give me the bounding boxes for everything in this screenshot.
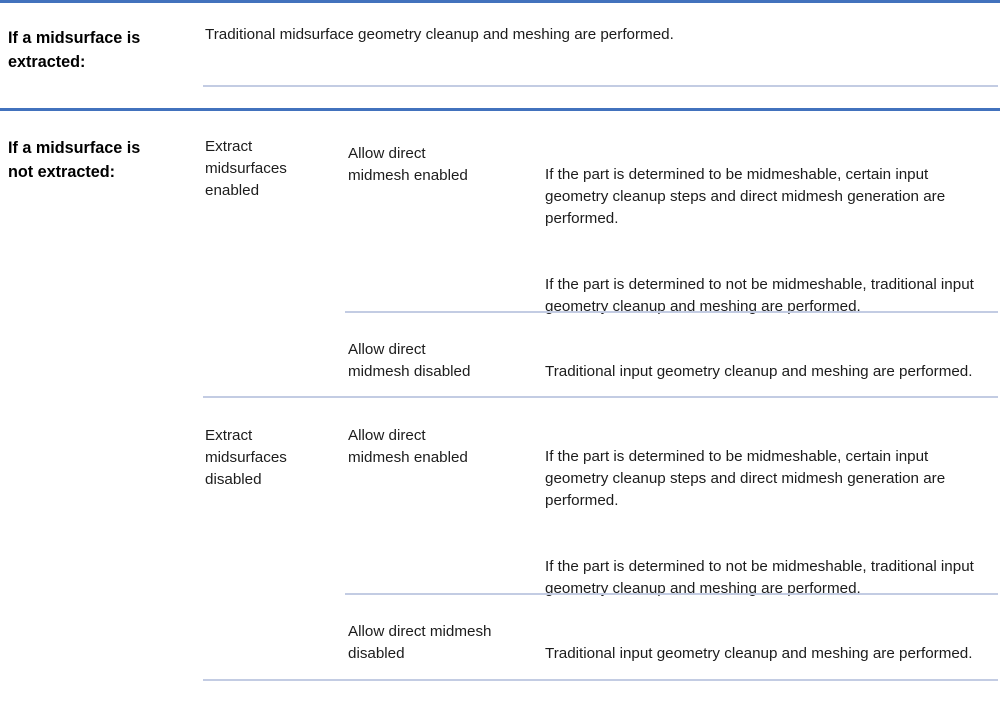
description-paragraph: If the part is determined to not be midm…	[545, 558, 974, 597]
description-paragraph: If the part is determined to be midmesha…	[545, 448, 946, 509]
option-label-allow-direct-midmesh-enabled-2: Allow direct midmesh enabled	[348, 427, 468, 466]
section-1-description: Traditional midsurface geometry cleanup …	[205, 26, 674, 43]
group2-row1-divider	[345, 593, 998, 595]
group-label-extract-midsurfaces-enabled: Extract midsurfaces enabled	[205, 138, 287, 199]
group1-row1-divider	[345, 311, 998, 313]
option-label-allow-direct-midmesh-enabled-1: Allow direct midmesh enabled	[348, 145, 468, 184]
option-label-allow-direct-midmesh-disabled-1: Allow direct midmesh disabled	[348, 341, 471, 380]
section-1-header: If a midsurface is extracted:	[8, 29, 141, 71]
group-label-extract-midsurfaces-disabled: Extract midsurfaces disabled	[205, 427, 287, 488]
description-group1-row1: If the part is determined to be midmesha…	[545, 142, 995, 340]
group1-bottom-divider	[203, 396, 998, 398]
description-paragraph: Traditional input geometry cleanup and m…	[545, 363, 973, 380]
description-group2-row2: Traditional input geometry cleanup and m…	[545, 621, 995, 687]
description-group2-row1: If the part is determined to be midmesha…	[545, 424, 995, 622]
description-paragraph: Traditional input geometry cleanup and m…	[545, 645, 973, 662]
description-group1-row2: Traditional input geometry cleanup and m…	[545, 339, 995, 405]
description-paragraph: If the part is determined to not be midm…	[545, 276, 974, 315]
section-separator-border	[0, 108, 1000, 111]
table-bottom-divider	[203, 679, 998, 681]
section-2-header: If a midsurface is not extracted:	[8, 139, 141, 181]
option-label-allow-direct-midmesh-disabled-2: Allow direct midmesh disabled	[348, 623, 492, 662]
table-top-border	[0, 0, 1000, 3]
description-paragraph: If the part is determined to be midmesha…	[545, 166, 946, 227]
section-1-bottom-divider	[203, 85, 998, 87]
